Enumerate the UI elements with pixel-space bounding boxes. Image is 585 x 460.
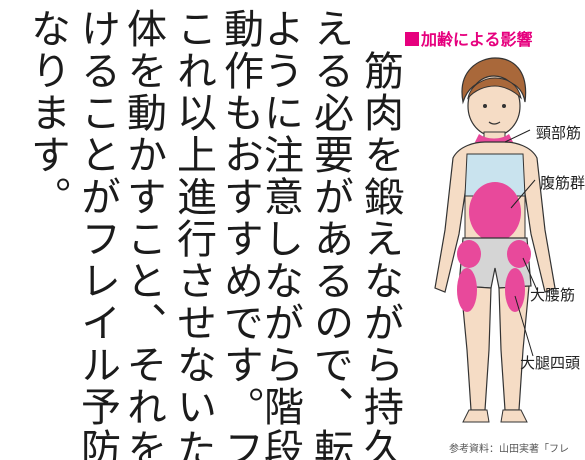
mouth [488,121,501,125]
eye-right [502,104,506,108]
label-gluteus: 大腰筋 [530,286,576,304]
label-neck: 頸部筋 [536,124,582,142]
body-figure [434,57,556,423]
title-square-icon [405,32,419,46]
leader-gluteus [522,257,538,291]
text-column-8: なります。 [24,8,70,218]
text-column-6: 体を動かすこと、それを毎日続 [120,8,166,460]
label-thigh: 大腿四頭 [520,354,581,372]
thigh-left-highlight [457,268,477,312]
text-column-1: 筋肉を鍛えながら持久力も鍛 [357,8,403,460]
eye-left [483,104,487,108]
gluteus-left-highlight [457,240,481,268]
foot-left [462,409,490,423]
abdomen-highlight [469,182,521,242]
label-abdomen: 腹筋群 [540,174,585,192]
leader-neck [504,129,531,143]
leader-thigh [514,295,534,357]
text-column-7: けることがフレイル予防の基本と [74,8,120,460]
text-column-2: える必要があるので、転倒しない [307,8,353,460]
thigh-right-highlight [505,268,525,312]
text-column-3: ように注意しながら階段を上る [257,8,303,460]
text-column-5: これ以上進行させないためにも [170,8,216,460]
figure-title: 加齢による影響 [405,26,533,50]
source-note: 参考資料：山田実著「フレ [449,444,569,455]
gluteus-right-highlight [507,240,531,268]
bangs [467,77,522,100]
leader-abdomen [510,179,536,209]
foot-right [500,409,528,423]
text-column-4: 動作もおすすめです。フレイルを [217,8,263,460]
